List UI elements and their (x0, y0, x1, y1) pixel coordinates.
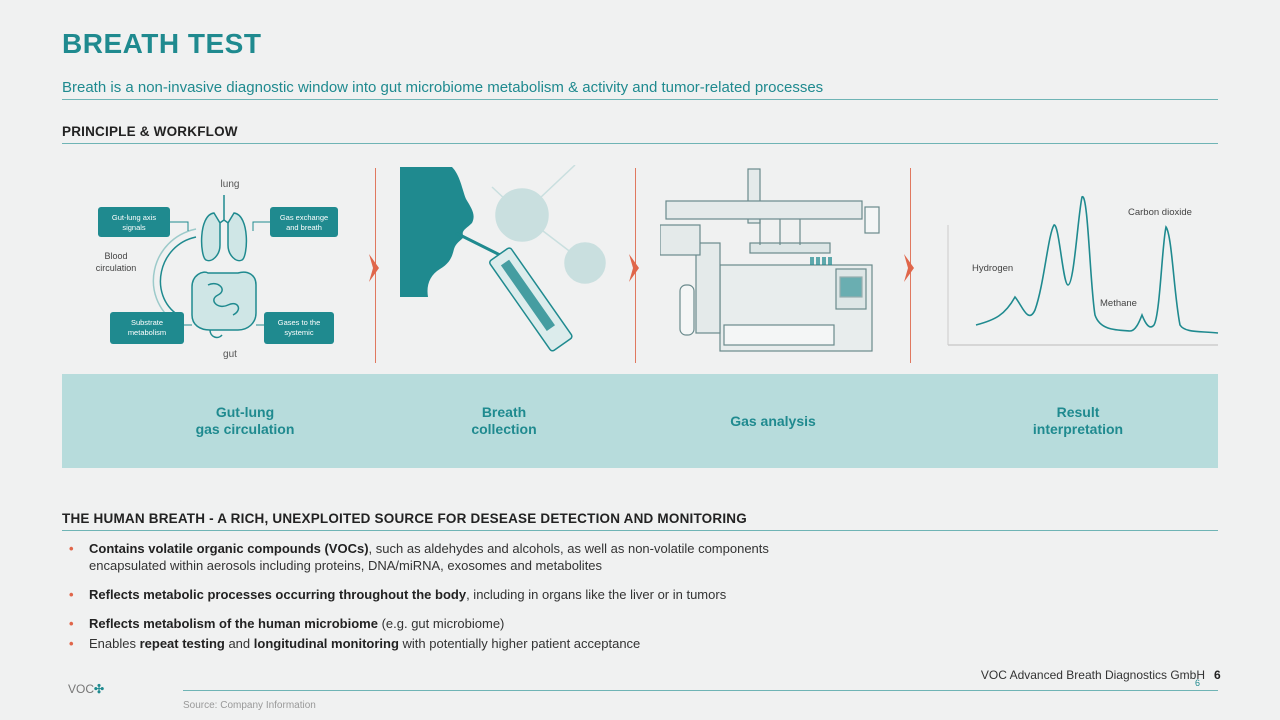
chromatogram-line (975, 196, 1219, 334)
page-title: BREATH TEST (62, 28, 262, 59)
box-bottom-left: Substrate metabolism (110, 312, 184, 344)
header-divider (62, 99, 1218, 100)
svg-text:Gases to the: Gases to the (278, 318, 321, 327)
list-item: • Contains volatile organic compounds (V… (69, 541, 769, 573)
svg-text:and breath: and breath (286, 223, 322, 232)
box-top-right: Gas exchange and breath (270, 207, 338, 237)
blood-label-1: Blood (104, 251, 127, 261)
box-bottom-right: Gases to the systemic (264, 312, 334, 344)
gut-lung-diagram: lung gut Blood circulation Gut-lung axis… (96, 179, 338, 360)
page-number: 6 (1214, 668, 1221, 682)
footer-divider (183, 690, 1218, 691)
section-heading-workflow: PRINCIPLE & WORKFLOW (62, 124, 238, 139)
page-number-small: 6 (1195, 678, 1201, 688)
workflow-band (62, 374, 1218, 468)
bullet-list: • Contains volatile organic compounds (V… (62, 540, 962, 652)
lung-label: lung (221, 179, 240, 190)
source-note: Source: Company Information (183, 700, 316, 711)
breath-tube-icon (455, 231, 573, 352)
face-profile-icon (400, 167, 474, 297)
svg-text:systemic: systemic (284, 328, 313, 337)
svg-text:metabolism: metabolism (128, 328, 166, 337)
gas-analyzer-illustration (660, 168, 880, 352)
intestine-icon (191, 271, 257, 339)
svg-text:Substrate: Substrate (131, 318, 163, 327)
chevron-right-icon (369, 254, 379, 282)
molecule-icon (491, 165, 606, 284)
circulation-arrow (159, 236, 197, 316)
circulation-arrow-outer (152, 228, 197, 324)
chevron-right-icon (629, 254, 639, 282)
footer-company: VOC Advanced Breath Diagnostics GmbH (980, 668, 1205, 682)
list-item: • Reflects metabolic processes occurring… (69, 587, 727, 602)
svg-text:signals: signals (122, 223, 146, 232)
section-divider (62, 530, 1218, 531)
breath-collection-illustration (400, 165, 606, 352)
page-subtitle: Breath is a non-invasive diagnostic wind… (62, 79, 824, 96)
step-gas-analysis: Gas analysis (730, 413, 816, 429)
section-heading-human-breath: THE HUMAN BREATH - A RICH, UNEXPLOITED S… (62, 511, 747, 526)
section-divider (62, 143, 1218, 144)
hydrogen-label: Hydrogen (972, 263, 1013, 274)
methane-label: Methane (1100, 298, 1137, 309)
gut-label: gut (223, 349, 237, 360)
lung-icon (200, 195, 248, 262)
vial-rack-icon (810, 257, 832, 265)
blood-label-2: circulation (96, 263, 137, 273)
carbon-label: Carbon dioxide (1128, 207, 1192, 218)
list-item: • Enables repeat testing and longitudina… (69, 636, 641, 651)
svg-text:Gas exchange: Gas exchange (280, 213, 328, 222)
list-item: • Reflects metabolism of the human micro… (69, 616, 505, 631)
svg-text:Gut-lung axis: Gut-lung axis (112, 213, 156, 222)
company-logo: VOC✣ (68, 682, 105, 696)
box-top-left: Gut-lung axis signals (98, 207, 170, 237)
result-chromatogram: Carbon dioxide Hydrogen Methane (947, 196, 1219, 346)
logo-mark-icon: ✣ (94, 682, 105, 696)
chevron-right-icon (904, 254, 914, 282)
